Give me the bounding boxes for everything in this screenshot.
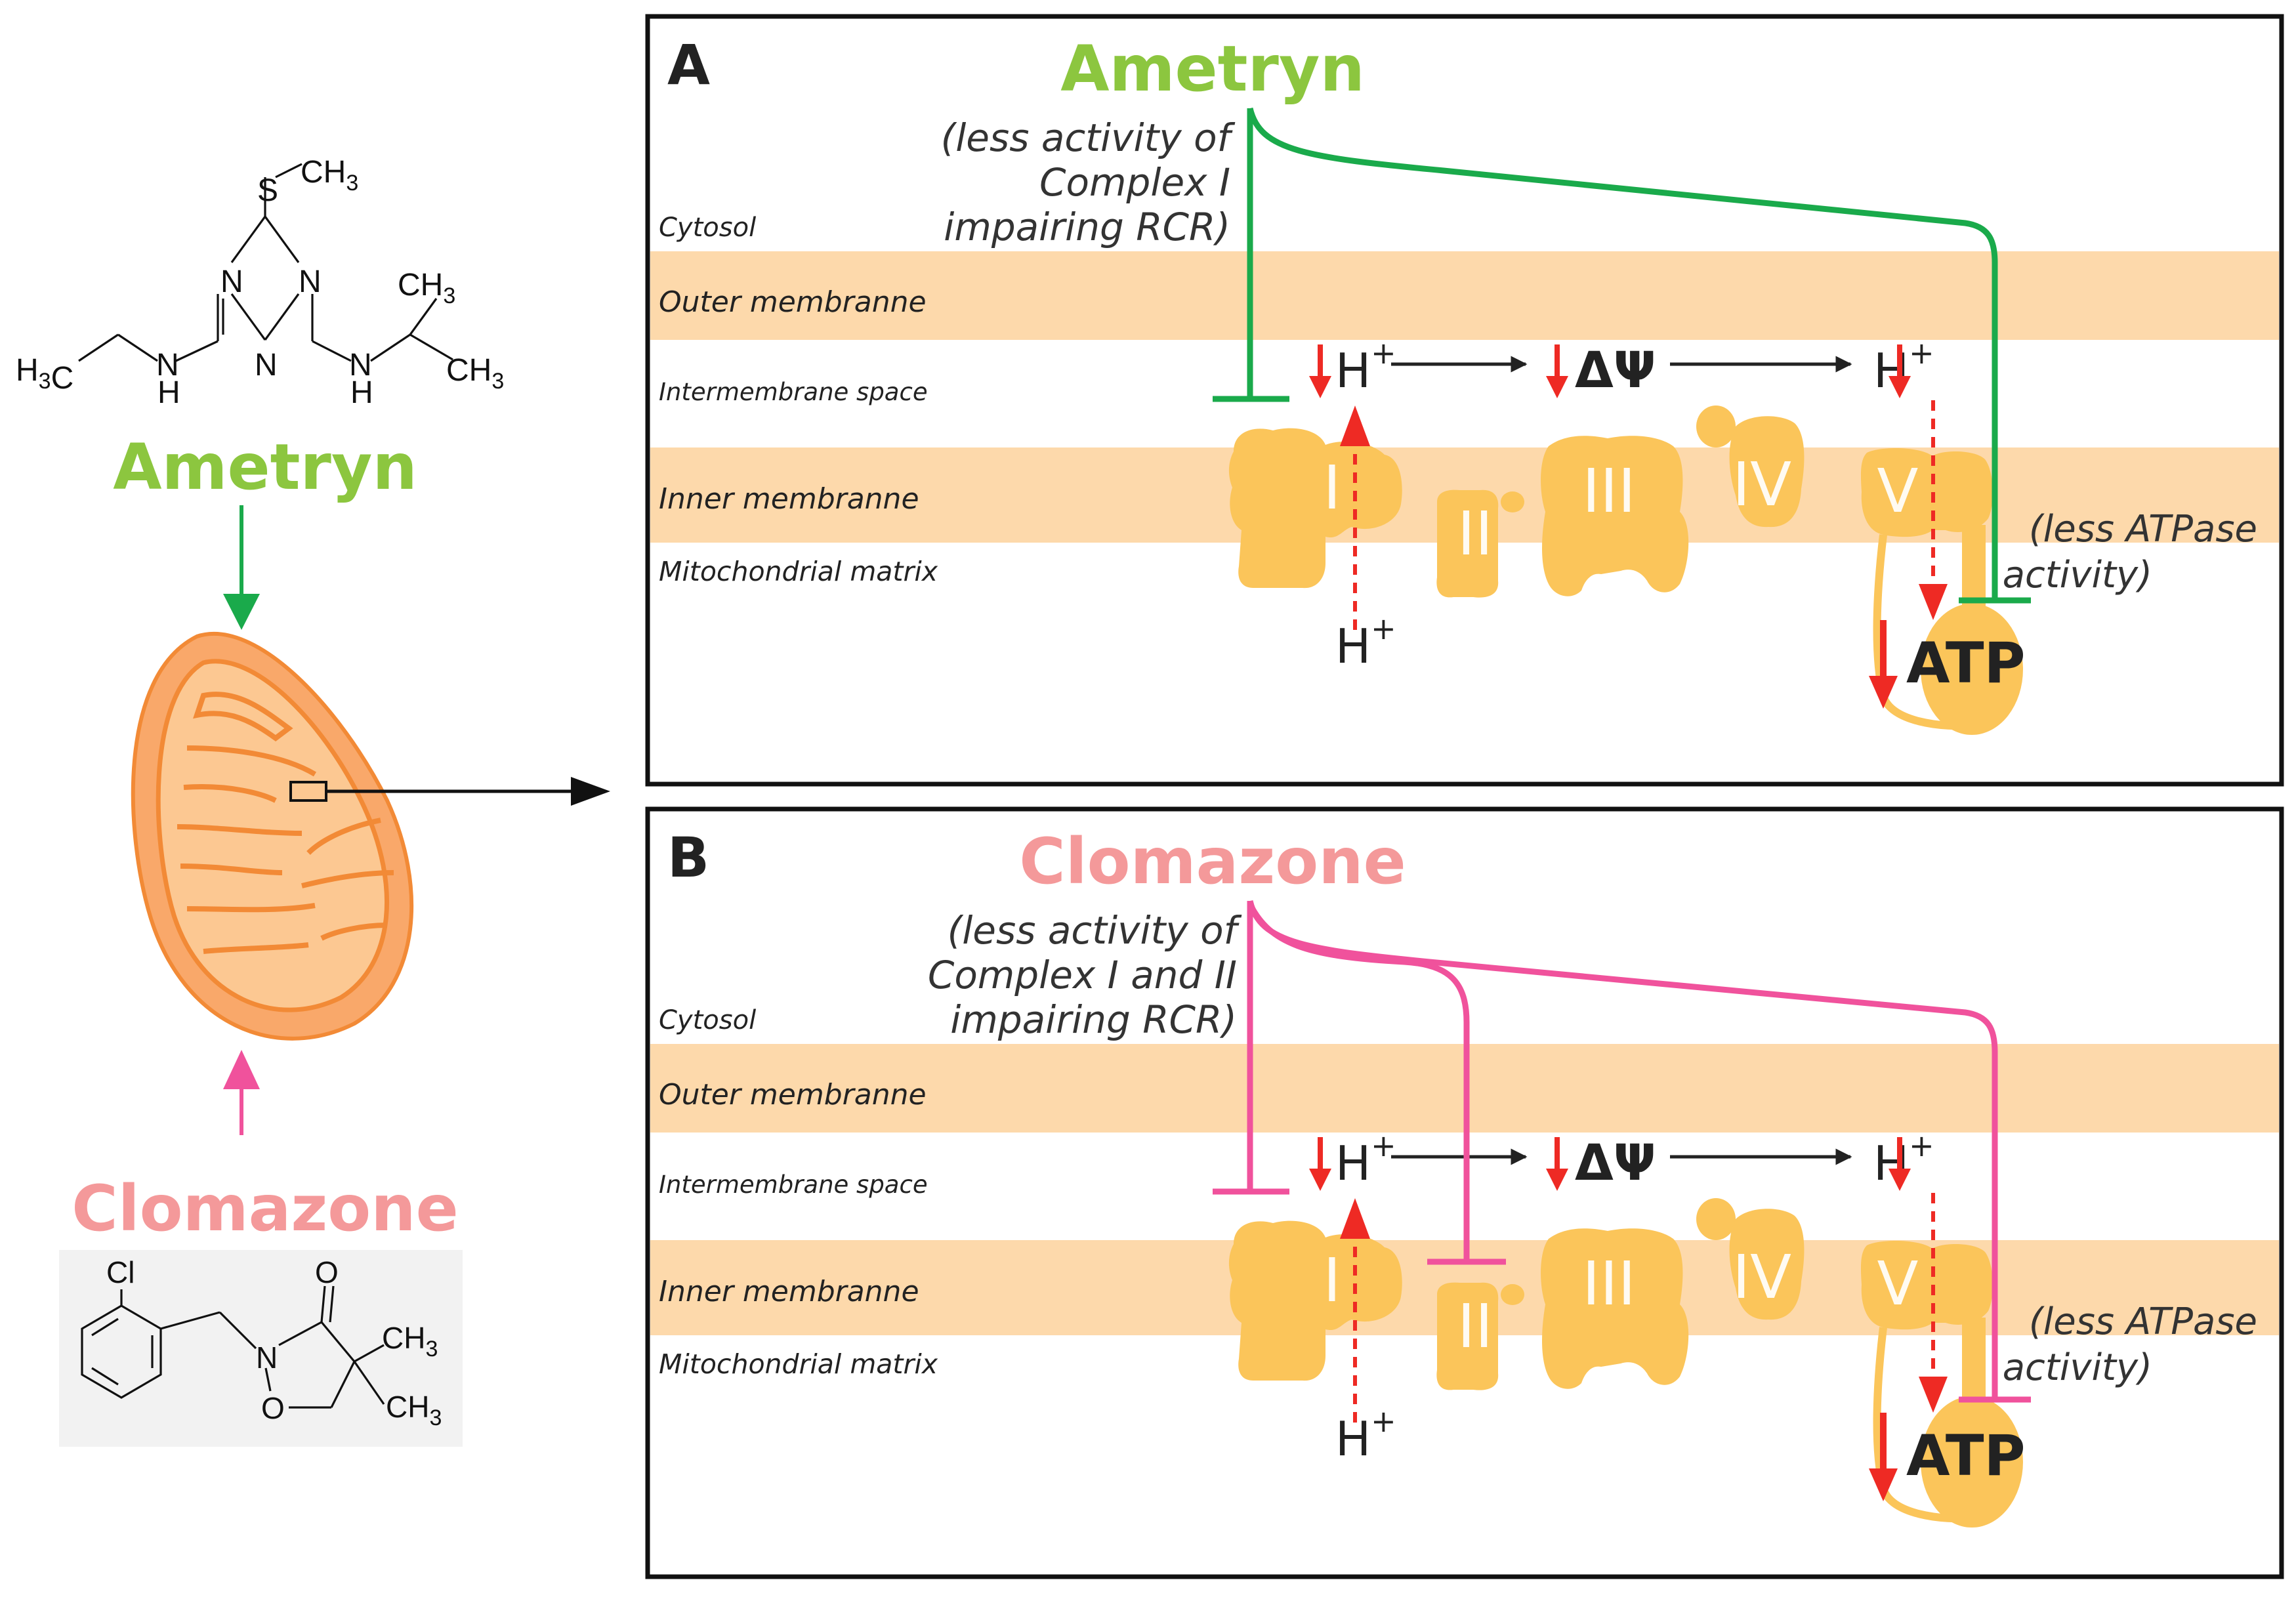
complex-note-line-1: (less activity of [941, 115, 1236, 160]
atp-decrease-arrow [1869, 620, 1898, 709]
complex-note-line-2: Complex I and II [928, 953, 1237, 997]
complex-note-line-1: (less activity of [948, 908, 1242, 953]
proton-pump-head [1340, 1198, 1370, 1239]
proton-ims-2: H+ [1873, 335, 1934, 398]
clomazone-label: Clomazone [72, 1172, 458, 1245]
ametryn-atom-h-right: H [350, 375, 373, 410]
inhibition-lines [1213, 107, 2031, 604]
atp-synthase-head [1921, 1396, 2023, 1528]
label-mitochondrial-matrix: Mitochondrial matrix [659, 556, 938, 587]
outer-membrane-band [650, 251, 2279, 340]
complex-note-line-3: impairing RCR) [950, 997, 1237, 1042]
ametryn-atom-h3c: H3C [16, 353, 73, 396]
clomazone-atom-o-ring: O [261, 1391, 285, 1425]
ametryn-atom-ch3-right-bottom: CH3 [446, 353, 504, 394]
complex-numeral-iv: IV [1732, 1242, 1791, 1312]
ametryn-atom-h-left: H [157, 375, 180, 410]
ametryn-atom-n-right: N [299, 264, 322, 299]
ametryn-atom-s: S [257, 173, 278, 208]
ametryn-atom-ch3-top: CH3 [301, 155, 358, 196]
complex-numeral-iii: III [1582, 1249, 1635, 1319]
clomazone-atom-ch3-b: CH3 [386, 1390, 442, 1430]
membrane-potential: ΔΨ [1575, 1133, 1656, 1192]
clomazone-structure-bg [59, 1250, 463, 1447]
clomazone-atom-n: N [256, 1341, 278, 1375]
decrease-arrow-potential [1546, 1137, 1568, 1191]
clomazone-atom-o-keto: O [315, 1255, 339, 1289]
ametryn-atom-n-left: N [220, 264, 243, 299]
proton-ims-1: H+ [1335, 335, 1396, 398]
ametryn-label: Ametryn [113, 430, 417, 504]
clomazone-arrow [223, 1050, 260, 1135]
atp-label: ATP [1906, 1423, 2026, 1489]
atpase-note-line-2: activity) [2003, 1346, 2152, 1389]
ametryn-atom-n-bottom: N [255, 348, 278, 383]
decrease-arrow-proton-1 [1309, 344, 1331, 398]
ametryn-atom-n-amine-left: N [156, 348, 179, 383]
ametryn-atom-ch3-right-top: CH3 [398, 268, 455, 308]
complex-numeral-ii: II [1457, 1291, 1493, 1362]
label-mitochondrial-matrix: Mitochondrial matrix [659, 1348, 938, 1380]
atpase-note-line-1: (less ATPase [2029, 1300, 2257, 1343]
panel-herbicide-title: Clomazone [1019, 825, 1406, 898]
complex-numeral-i: I [1323, 1245, 1341, 1316]
clomazone-atom-cl: Cl [106, 1255, 135, 1289]
ametryn-atoms: S CH3 N N N N H N H H3C CH3 CH3 [16, 155, 504, 410]
complex-note-line-3: impairing RCR) [944, 205, 1230, 249]
decrease-arrow-potential [1546, 344, 1568, 398]
label-intermembrane-space: Intermembrane space [659, 1171, 928, 1199]
ametryn-atom-n-amine-right: N [349, 348, 372, 383]
label-inner-membrane: Inner membranne [659, 482, 919, 516]
atp-decrease-arrow [1869, 1413, 1898, 1501]
atp-synthase-dashed-head [1919, 1377, 1948, 1413]
complex-numeral-iv: IV [1732, 449, 1791, 520]
proton-ims-1: H+ [1335, 1128, 1396, 1191]
proton-matrix: H+ [1335, 1403, 1396, 1466]
zoom-arrow [326, 777, 610, 806]
clomazone-atoms: Cl O N O CH3 CH3 [106, 1255, 442, 1430]
complex-numeral-v: V [1877, 1249, 1919, 1319]
atp-label: ATP [1906, 631, 2026, 696]
mitochondrion [131, 631, 413, 1041]
complex-numeral-iii: III [1582, 456, 1635, 526]
atp-synthase-head [1921, 604, 2023, 735]
clomazone-structure [81, 1285, 385, 1409]
ametryn-structure [78, 163, 453, 362]
left-column: S CH3 N N N N H N H H3C CH3 CH3 Ametryn [16, 155, 610, 1447]
label-inner-membrane: Inner membranne [659, 1275, 919, 1308]
panel-letter: B [667, 825, 709, 890]
inhibition-lines [1213, 900, 2031, 1403]
clomazone-atom-ch3-a: CH3 [382, 1321, 438, 1362]
decrease-arrow-proton-1 [1309, 1137, 1331, 1191]
complex-note-line-2: Complex I [1039, 160, 1230, 205]
complex-numeral-ii: II [1457, 499, 1493, 569]
label-intermembrane-space: Intermembrane space [659, 378, 928, 406]
proton-matrix: H+ [1335, 611, 1396, 674]
decrease-arrow-proton-2 [1889, 1137, 1911, 1191]
atpase-note-line-1: (less ATPase [2029, 508, 2257, 551]
complex-numeral-v: V [1877, 456, 1919, 526]
ametryn-arrow [223, 505, 260, 630]
atp-synthase-dashed-head [1919, 584, 1948, 620]
panel-herbicide-title: Ametryn [1060, 32, 1365, 106]
complex-numeral-i: I [1323, 453, 1341, 523]
membrane-potential: ΔΨ [1575, 341, 1656, 399]
label-outer-membrane: Outer membranne [659, 285, 927, 319]
decrease-arrow-proton-2 [1889, 344, 1911, 398]
panel-letter: A [667, 33, 710, 97]
label-cytosol: Cytosol [659, 1005, 756, 1035]
label-outer-membrane: Outer membranne [659, 1078, 927, 1112]
atpase-note-line-2: activity) [2003, 554, 2152, 596]
proton-pump-head [1340, 405, 1370, 446]
label-cytosol: Cytosol [659, 213, 756, 243]
